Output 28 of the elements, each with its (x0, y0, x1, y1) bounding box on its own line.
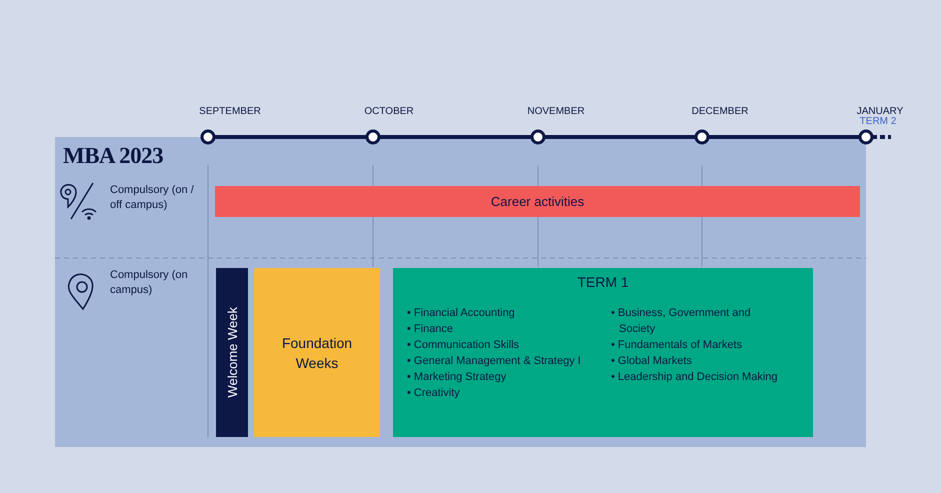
list-item: • Financial Accounting (407, 306, 516, 321)
month-label: JANUARY (856, 106, 904, 117)
month-label: SEPTEMBER (199, 106, 261, 117)
bar-label: Welcome Week (224, 307, 240, 398)
list-item: • General Management & Strategy I (407, 354, 582, 369)
term-label: TERM 2 (860, 116, 896, 127)
list-item: • Communication Skills (407, 338, 520, 353)
row-label: Compulsory (on / off campus) (110, 183, 195, 213)
row-label: Compulsory (on campus) (110, 268, 189, 298)
list-item: • Global Markets (611, 354, 693, 369)
course-block (393, 268, 813, 437)
list-item: • Finance (407, 322, 454, 337)
bar-label: Career activities (490, 192, 584, 210)
bar-label: Foundation Weeks (280, 334, 354, 372)
month-label: DECEMBER (692, 106, 748, 117)
list-item: • Fundamentals of Markets (611, 338, 744, 353)
list-item: • Leadership and Decision Making (611, 370, 779, 385)
activity-bar (254, 268, 380, 437)
list-item: • Marketing Strategy (407, 370, 508, 385)
list-item: • Creativity (407, 386, 461, 401)
panel-title: MBA 2023 (63, 143, 164, 169)
activity-bar (216, 268, 248, 437)
month-label: NOVEMBER (527, 106, 585, 117)
list-item: • Business, Government and Society (611, 306, 752, 337)
activity-bar (215, 186, 860, 217)
block-heading: TERM 1 (576, 274, 630, 290)
month-label: OCTOBER (364, 106, 414, 117)
timeline-panel (55, 137, 866, 447)
